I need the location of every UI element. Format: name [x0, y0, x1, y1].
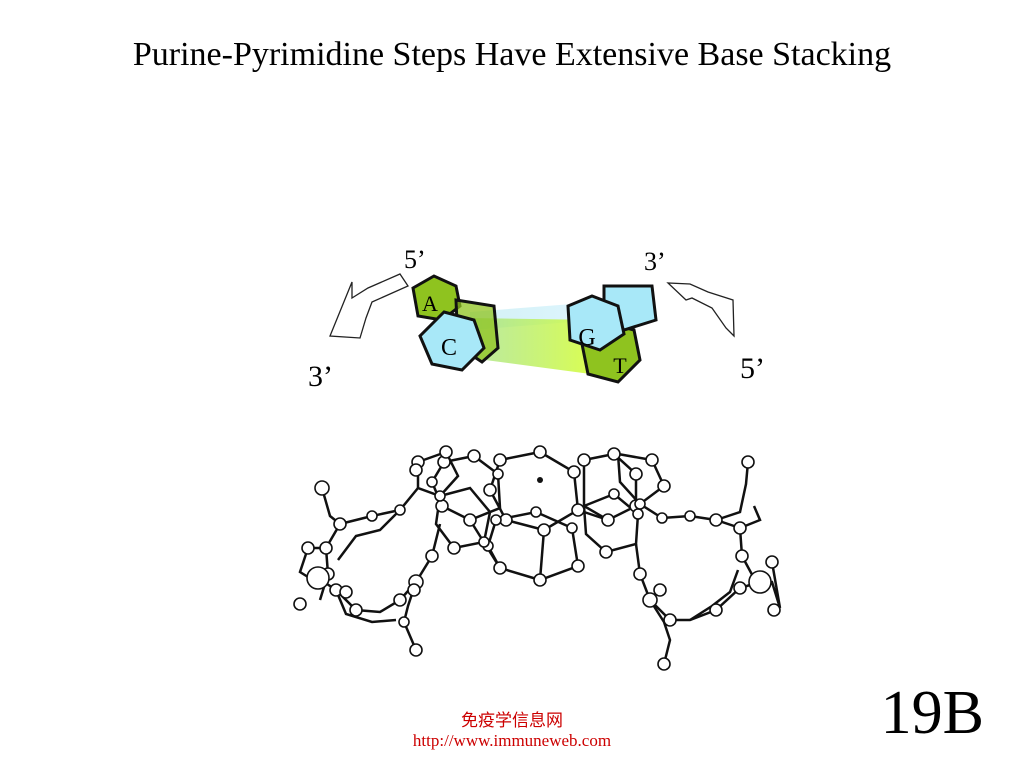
slide-title: Purine-Pyrimidine Steps Have Extensive B…	[132, 36, 892, 73]
stacking-band-lower	[470, 318, 598, 375]
left-strand-arrow	[329, 273, 409, 339]
left-strand-3prime-label: 3’	[308, 360, 333, 393]
slide-number: 19B	[880, 679, 984, 747]
base-c-hexagon	[418, 310, 486, 372]
structure-atoms	[293, 445, 781, 671]
base-label-g: G	[578, 325, 595, 351]
left-strand-5prime-label: 5’	[404, 245, 426, 274]
right-strand-arrow	[666, 282, 735, 338]
footer-url-link[interactable]: http://www.immuneweb.com	[412, 731, 612, 750]
right-strand-3prime-label: 3’	[644, 247, 666, 276]
base-label-t: T	[613, 353, 627, 378]
footer-site-name: 免疫学信息网	[461, 711, 563, 730]
base-g-ring-hexagon	[566, 294, 626, 352]
base-label-c: C	[441, 335, 457, 361]
right-strand-5prime-label: 5’	[740, 352, 765, 385]
ball-and-stick-structure	[298, 450, 782, 665]
stacking-center-dot	[537, 477, 543, 483]
base-label-a: A	[422, 291, 438, 316]
